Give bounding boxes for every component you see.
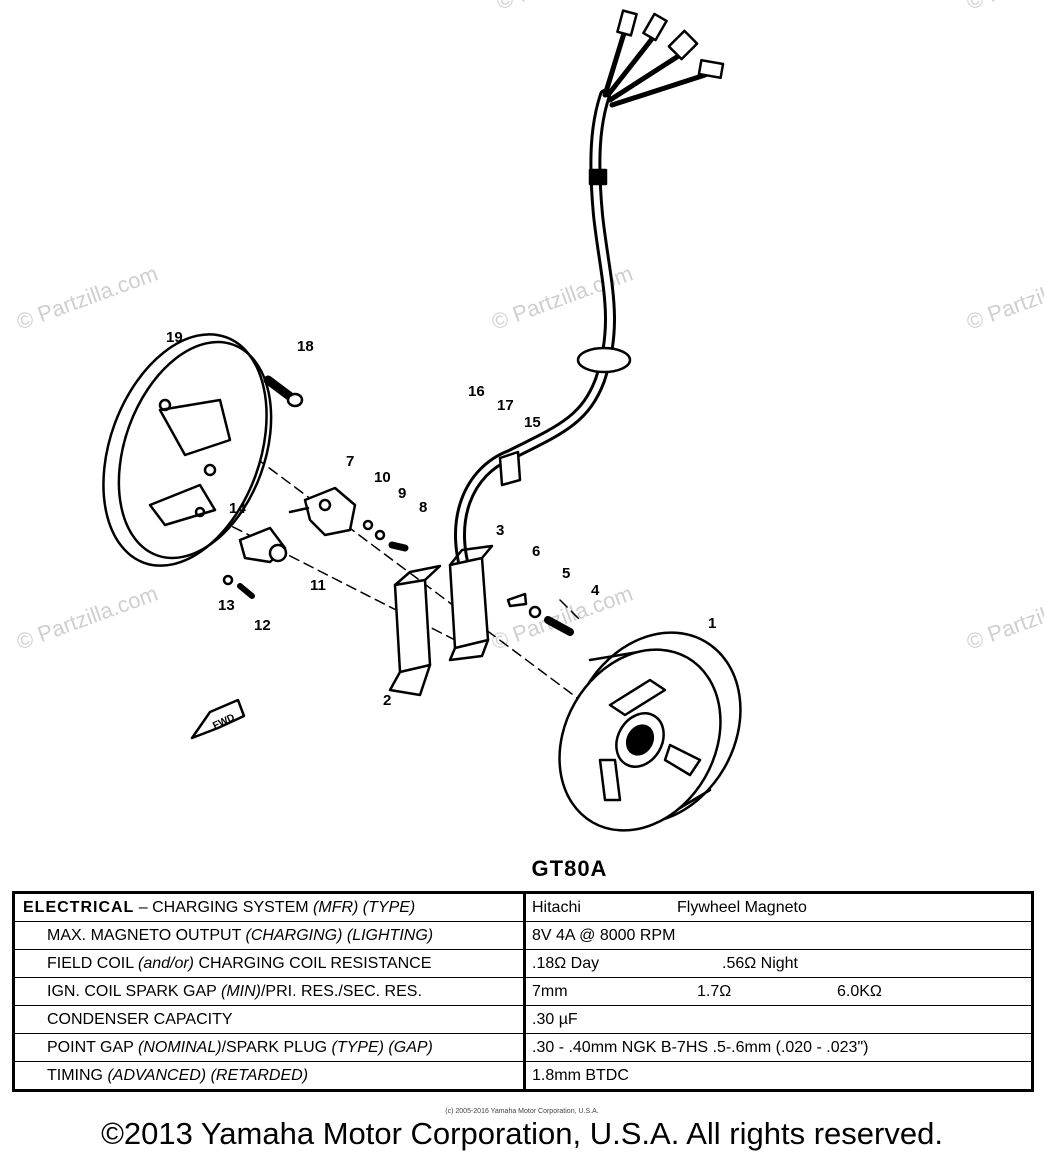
watermark-text: © Partzilla.com	[13, 581, 161, 655]
spec-label: IGN. COIL SPARK GAP (MIN)/PRI. RES./SEC.…	[13, 977, 525, 1006]
watermark-text: © Partzilla.com	[963, 261, 1044, 335]
spec-label-part: (and/or)	[137, 954, 195, 972]
callout-7: 7	[346, 453, 354, 470]
spec-value-part: .18Ω Day	[532, 954, 600, 972]
spec-label-part: POINT GAP	[47, 1038, 138, 1056]
spec-label-part: (ADVANCED) (RETARDED)	[107, 1066, 309, 1084]
spec-value-part: 1.7Ω	[697, 982, 732, 1000]
copyright-notice: ©2013 Yamaha Motor Corporation, U.S.A. A…	[101, 1116, 943, 1151]
watermark-text: © Partzilla.com	[13, 261, 161, 335]
exploded-parts-diagram: © Partzilla.com © Partzilla.com © Partzill…	[13, 0, 1044, 832]
spec-value: 7mm 1.7Ω 6.0KΩ	[523, 977, 1033, 1006]
spec-label-part: MAX. MAGNETO OUTPUT	[47, 926, 246, 944]
spec-label-part: (TYPE) (GAP)	[331, 1038, 433, 1056]
callout-14: 14	[229, 500, 246, 517]
watermark-text: © Partzilla.com	[493, 0, 641, 15]
spec-label-part: (MFR) (TYPE)	[313, 898, 416, 916]
callout-9: 9	[398, 485, 406, 502]
watermark-text: © Partzilla.com	[963, 581, 1044, 655]
callout-19: 19	[166, 329, 183, 346]
spec-value: 8V 4A @ 8000 RPM	[523, 921, 1033, 950]
stator-plate	[102, 333, 273, 567]
spec-value-part: Flywheel Magneto	[677, 898, 807, 916]
callout-10: 10	[374, 469, 391, 486]
ignition-coil-2	[388, 564, 442, 697]
spec-label-part: IGN. COIL SPARK GAP	[47, 982, 221, 1000]
spec-label-part: CHARGING COIL RESISTANCE	[194, 954, 432, 972]
callout-11: 11	[310, 577, 326, 594]
spec-value-part: .30 - .40mm NGK B-7HS .5-.6mm (.020 - .0…	[532, 1038, 869, 1056]
callout-3: 3	[496, 522, 504, 539]
spec-value-part: .56Ω Night	[722, 954, 798, 972]
spec-table: ELECTRICAL – CHARGING SYSTEM (MFR) (TYPE…	[12, 891, 1034, 1092]
spec-value-part: .30 µF	[532, 1010, 578, 1028]
spec-label-part: /PRI. RES./SEC. RES.	[260, 982, 422, 1000]
callout-5: 5	[562, 565, 570, 582]
contact-breaker	[288, 486, 409, 552]
spec-value-part: 1.8mm BTDC	[532, 1066, 629, 1084]
callout-8: 8	[419, 499, 427, 516]
lighting-coil-3	[448, 544, 494, 662]
condenser	[222, 526, 288, 599]
spec-value: Hitachi Flywheel Magneto	[523, 892, 1033, 922]
spec-value: .30 - .40mm NGK B-7HS .5-.6mm (.020 - .0…	[523, 1033, 1033, 1062]
callout-1: 1	[708, 615, 716, 632]
spec-label-part: (MIN)	[220, 982, 261, 1000]
spec-row: MAX. MAGNETO OUTPUT (CHARGING) (LIGHTING…	[13, 921, 1033, 950]
spec-row: IGN. COIL SPARK GAP (MIN)/PRI. RES./SEC.…	[13, 977, 1033, 1006]
spec-row: CONDENSER CAPACITY .30 µF	[13, 1005, 1033, 1034]
flywheel-rotor	[558, 631, 742, 832]
spec-label-part: CONDENSER CAPACITY	[47, 1010, 233, 1028]
callout-2: 2	[383, 692, 391, 709]
callout-12: 12	[254, 617, 271, 634]
spec-value-part: 8V 4A @ 8000 RPM	[532, 926, 676, 944]
callout-16: 16	[468, 383, 485, 400]
callout-4: 4	[591, 582, 600, 599]
callout-17: 17	[497, 397, 514, 414]
spec-row: TIMING (ADVANCED) (RETARDED) 1.8mm BTDC	[13, 1061, 1033, 1091]
watermark-text: © Partzilla.com	[488, 581, 636, 655]
wire-harness	[454, 9, 725, 591]
spec-value: .18Ω Day .56Ω Night	[523, 949, 1033, 978]
spec-value: 1.8mm BTDC	[523, 1061, 1033, 1091]
spec-row: FIELD COIL (and/or) CHARGING COIL RESIST…	[13, 949, 1033, 978]
spec-label-part: – CHARGING SYSTEM	[134, 898, 314, 916]
spec-label: CONDENSER CAPACITY	[13, 1005, 525, 1034]
spec-value-part: 7mm	[532, 982, 568, 1000]
screw-18	[263, 375, 304, 408]
spec-label: POINT GAP (NOMINAL)/SPARK PLUG (TYPE) (G…	[13, 1033, 525, 1062]
watermark-text: © Partzilla.com	[963, 0, 1044, 15]
spec-label-part: (CHARGING) (LIGHTING)	[245, 926, 434, 944]
model-title: GT80A	[531, 856, 608, 881]
spec-value-part: 6.0KΩ	[837, 982, 882, 1000]
spec-label-part: ELECTRICAL	[23, 898, 135, 916]
spec-label: MAX. MAGNETO OUTPUT (CHARGING) (LIGHTING…	[13, 921, 525, 950]
small-copyright: (c) 2005-2016 Yamaha Motor Corporation, …	[445, 1108, 599, 1115]
cam-washer-bolt	[506, 592, 574, 636]
spec-label-part: TIMING	[47, 1066, 108, 1084]
spec-value-part: Hitachi	[532, 898, 581, 916]
callout-6: 6	[532, 543, 540, 560]
spec-label-part: /SPARK PLUG	[221, 1038, 332, 1056]
spec-label-part: FIELD COIL	[47, 954, 138, 972]
callout-15: 15	[524, 414, 541, 431]
fwd-arrow-icon	[190, 698, 246, 740]
spec-label: TIMING (ADVANCED) (RETARDED)	[13, 1061, 525, 1091]
callout-18: 18	[297, 338, 314, 355]
spec-label-part: (NOMINAL)	[138, 1038, 222, 1056]
spec-label: ELECTRICAL – CHARGING SYSTEM (MFR) (TYPE…	[13, 892, 525, 922]
spec-row: ELECTRICAL – CHARGING SYSTEM (MFR) (TYPE…	[13, 892, 1033, 922]
spec-label: FIELD COIL (and/or) CHARGING COIL RESIST…	[13, 949, 525, 978]
spec-value: .30 µF	[523, 1005, 1033, 1034]
callout-13: 13	[218, 597, 235, 614]
spec-row: POINT GAP (NOMINAL)/SPARK PLUG (TYPE) (G…	[13, 1033, 1033, 1062]
